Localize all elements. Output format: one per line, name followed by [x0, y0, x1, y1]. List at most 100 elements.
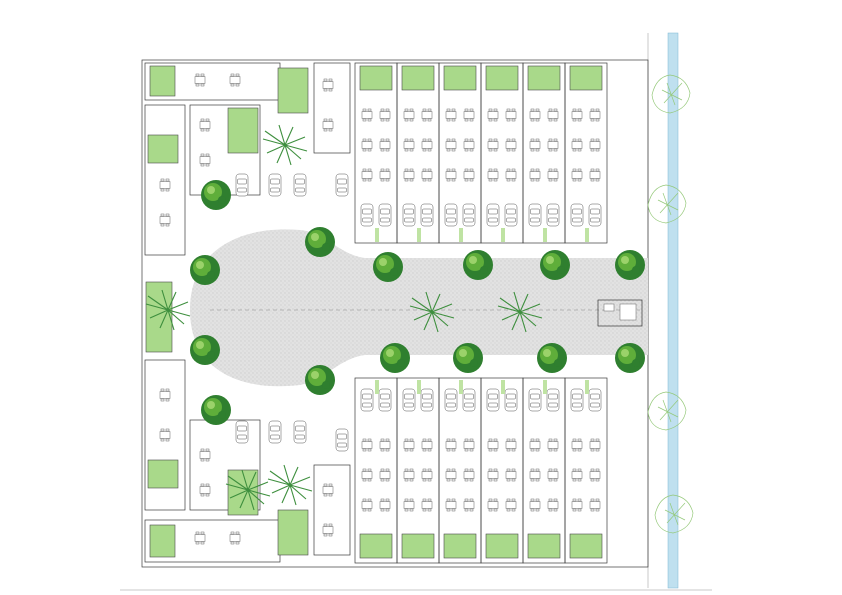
tree-icon — [373, 252, 403, 282]
car-icon — [444, 388, 458, 412]
car-icon — [293, 173, 307, 197]
townhouse-unit — [480, 377, 524, 564]
dining-table-icon — [589, 168, 601, 182]
dining-table-icon — [529, 168, 541, 182]
dining-table-icon — [403, 138, 415, 152]
dining-table-icon — [379, 438, 391, 452]
townhouse-unit — [564, 62, 608, 244]
dining-table-icon — [421, 108, 433, 122]
dining-table-icon — [159, 428, 171, 442]
car-icon — [335, 173, 349, 197]
dining-table-icon — [403, 468, 415, 482]
lawn-patch — [527, 533, 561, 559]
dining-table-icon — [589, 138, 601, 152]
dining-table-icon — [159, 178, 171, 192]
road — [190, 229, 648, 387]
tree-icon — [537, 343, 567, 373]
car-icon — [486, 203, 500, 227]
lawn-patch — [569, 533, 603, 559]
dining-table-icon — [589, 438, 601, 452]
car-icon — [570, 388, 584, 412]
lawn-patch — [147, 134, 179, 164]
dining-table-icon — [463, 498, 475, 512]
dining-table-icon — [199, 483, 211, 497]
dining-table-icon — [361, 108, 373, 122]
dining-table-icon — [571, 468, 583, 482]
dining-table-icon — [159, 388, 171, 402]
townhouse-unit — [564, 377, 608, 564]
left-block-bottom — [144, 359, 351, 563]
dining-table-icon — [487, 108, 499, 122]
dining-table-icon — [403, 498, 415, 512]
dining-table-icon — [421, 168, 433, 182]
palm-icon — [267, 464, 313, 506]
lawn-patch — [527, 65, 561, 91]
dining-table-icon — [487, 468, 499, 482]
dining-table-icon — [589, 498, 601, 512]
dining-table-icon — [547, 138, 559, 152]
dining-table-icon — [421, 138, 433, 152]
lawn-patch — [485, 65, 519, 91]
dining-table-icon — [403, 108, 415, 122]
dining-table-icon — [421, 468, 433, 482]
townhouse-unit — [396, 377, 440, 564]
lawn-patch — [145, 281, 173, 353]
dining-table-icon — [322, 118, 334, 132]
dining-table-icon — [571, 438, 583, 452]
canal — [667, 32, 679, 589]
dining-table-icon — [445, 108, 457, 122]
lawn-patch — [277, 509, 309, 556]
dining-table-icon — [421, 498, 433, 512]
car-icon — [268, 420, 282, 444]
tree-icon — [190, 255, 220, 285]
townhouse-unit — [522, 62, 566, 244]
car-icon — [268, 173, 282, 197]
dining-table-icon — [322, 523, 334, 537]
dining-table-icon — [199, 448, 211, 462]
dining-table-icon — [529, 138, 541, 152]
townhouse-unit — [354, 62, 398, 244]
dining-table-icon — [159, 213, 171, 227]
tree-icon — [190, 335, 220, 365]
dining-table-icon — [361, 438, 373, 452]
lawn-patch — [443, 65, 477, 91]
dining-table-icon — [529, 468, 541, 482]
guard-house — [597, 299, 643, 327]
dining-table-icon — [445, 138, 457, 152]
lawn-patch — [147, 459, 179, 489]
dining-table-icon — [361, 498, 373, 512]
dining-table-icon — [229, 531, 241, 545]
dining-table-icon — [487, 168, 499, 182]
dining-table-icon — [194, 73, 206, 87]
car-icon — [378, 388, 392, 412]
lawn-patch — [359, 65, 393, 91]
car-icon — [444, 203, 458, 227]
lawn-patch — [149, 65, 176, 97]
tree-icon — [540, 250, 570, 280]
dining-table-icon — [505, 498, 517, 512]
top-row-units — [354, 62, 608, 244]
car-icon — [546, 388, 560, 412]
townhouse-unit — [480, 62, 524, 244]
dining-table-icon — [463, 138, 475, 152]
tree-icon — [305, 227, 335, 257]
lawn-patch — [359, 533, 393, 559]
lawn-patch — [569, 65, 603, 91]
dining-table-icon — [199, 118, 211, 132]
dining-table-icon — [505, 438, 517, 452]
lawn-patch — [485, 533, 519, 559]
dining-table-icon — [529, 438, 541, 452]
dining-table-icon — [463, 168, 475, 182]
dining-table-icon — [445, 438, 457, 452]
dining-table-icon — [379, 138, 391, 152]
car-icon — [402, 203, 416, 227]
dining-table-icon — [463, 108, 475, 122]
tree-icon — [647, 391, 687, 431]
car-icon — [546, 203, 560, 227]
townhouse-unit — [354, 377, 398, 564]
dining-table-icon — [322, 78, 334, 92]
townhouse-unit — [396, 62, 440, 244]
car-icon — [235, 173, 249, 197]
dining-table-icon — [445, 468, 457, 482]
